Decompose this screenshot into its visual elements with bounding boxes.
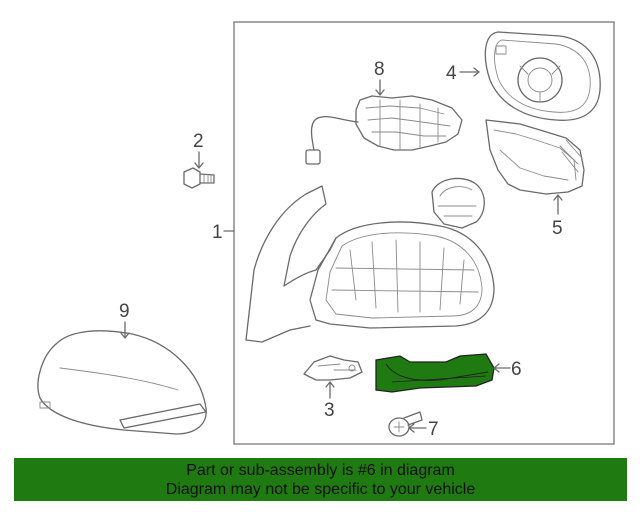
banner-line-2: Diagram may not be specific to your vehi… — [165, 481, 476, 498]
parts-diagram: 1 2 8 4 5 — [37, 21, 615, 445]
callout-9: 9 — [119, 301, 130, 322]
part-5-mirror-housing[interactable]: 5 — [485, 119, 585, 239]
assembly-frame — [233, 21, 615, 445]
part-info-banner: Part or sub-assembly is #6 in diagram Di… — [14, 458, 627, 501]
part-7-screw[interactable]: 7 — [388, 411, 439, 440]
callout-8: 8 — [374, 59, 385, 80]
part-9-mirror-cover[interactable]: 9 — [37, 301, 207, 435]
part-4-mirror-glass[interactable]: 4 — [446, 31, 601, 121]
mirror-actuator — [431, 177, 485, 229]
banner-line-1: Part or sub-assembly is #6 in diagram — [186, 462, 455, 479]
part-3-bracket[interactable]: 3 — [303, 355, 363, 421]
callout-2: 2 — [193, 131, 204, 152]
callout-1[interactable]: 1 — [212, 222, 223, 243]
callout-7: 7 — [428, 419, 439, 440]
callout-5: 5 — [552, 218, 563, 239]
part-1-mirror-assembly[interactable] — [245, 185, 495, 343]
callout-3: 3 — [324, 400, 335, 421]
callout-6: 6 — [511, 359, 522, 380]
part-2-bolt[interactable]: 2 — [183, 131, 215, 189]
part-6-turn-signal-lamp[interactable]: 6 — [375, 353, 522, 393]
part-8-mirror-motor[interactable]: 8 — [305, 59, 463, 165]
callout-4: 4 — [446, 63, 457, 84]
highlighted-part-6[interactable] — [375, 353, 495, 393]
